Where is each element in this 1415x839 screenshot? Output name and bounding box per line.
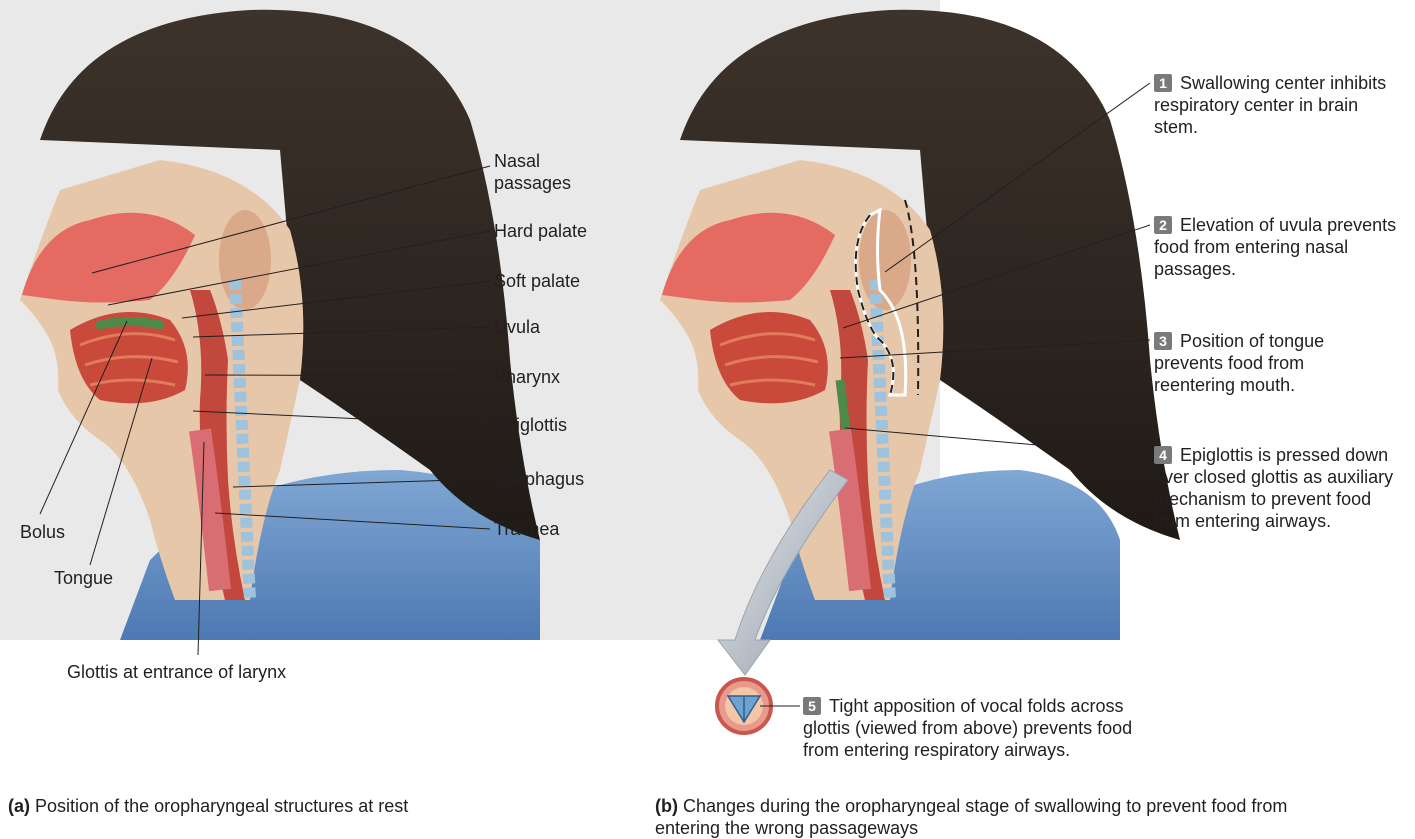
step-3-text: Position of tongue prevents food from re… [1154, 331, 1324, 395]
panel-b-illustration [620, 0, 1180, 640]
step-2-badge: 2 [1154, 216, 1172, 234]
label-epiglottis: Epiglottis [494, 414, 567, 436]
label-tongue: Tongue [54, 567, 113, 589]
step-4-badge: 4 [1154, 446, 1172, 464]
label-nasal-passages: Nasal passages [494, 150, 571, 194]
step-5-text: Tight apposition of vocal folds across g… [803, 696, 1132, 760]
step-1-text: Swallowing center inhibits respiratory c… [1154, 73, 1386, 137]
caption-b-text: Changes during the oropharyngeal stage o… [655, 796, 1287, 838]
ear-a [219, 210, 271, 310]
step-2-text: Elevation of uvula prevents food from en… [1154, 215, 1396, 279]
label-soft-palate: Soft palate [494, 270, 580, 292]
label-esophagus: Esophagus [494, 468, 584, 490]
caption-b: (b) Changes during the oropharyngeal sta… [655, 795, 1355, 839]
step-5-badge: 5 [803, 697, 821, 715]
label-trachea: Trachea [494, 518, 559, 540]
label-pharynx: Pharynx [494, 366, 560, 388]
label-glottis: Glottis at entrance of larynx [67, 661, 286, 683]
caption-a-letter: (a) [8, 796, 30, 816]
caption-b-letter: (b) [655, 796, 678, 816]
step-1-badge: 1 [1154, 74, 1172, 92]
step-3-badge: 3 [1154, 332, 1172, 350]
caption-a-text: Position of the oropharyngeal structures… [35, 796, 408, 816]
step-4-text: Epiglottis is pressed down over closed g… [1154, 445, 1393, 531]
caption-a: (a) Position of the oropharyngeal struct… [8, 795, 568, 817]
label-bolus: Bolus [20, 521, 65, 543]
label-hard-palate: Hard palate [494, 220, 587, 242]
label-uvula: Uvula [494, 316, 540, 338]
